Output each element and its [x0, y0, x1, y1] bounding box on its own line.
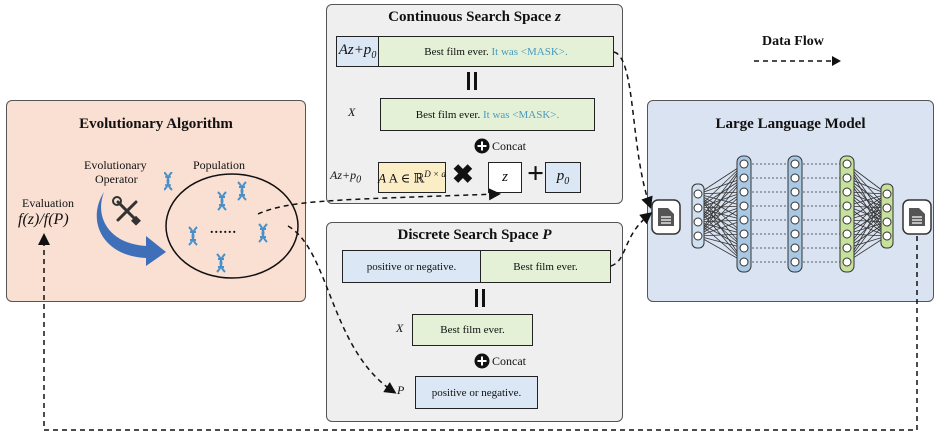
- operator-label-1: Evolutionary: [84, 158, 147, 172]
- evolutionary-title: Evolutionary Algorithm: [79, 116, 233, 132]
- nn-connection: [697, 205, 745, 237]
- nn-node: [882, 203, 892, 213]
- discrete-concat-icon: [474, 353, 490, 369]
- continuous-prompt-box: Best film ever. It was <MASK>.: [378, 36, 614, 67]
- nn-node: [882, 217, 892, 227]
- discrete-p-label: P: [397, 383, 405, 397]
- nn-node: [739, 159, 749, 169]
- nn-connection: [697, 177, 745, 237]
- nn-node: [842, 173, 852, 183]
- nn-node: [842, 201, 852, 211]
- dna-icon: [216, 253, 226, 273]
- nn-node: [790, 173, 800, 183]
- nn-node: [842, 243, 852, 253]
- discrete-concat-label: Concat: [492, 354, 526, 368]
- nn-node: [882, 231, 892, 241]
- nn-node: [842, 187, 852, 197]
- llm-title: Large Language Model: [715, 116, 866, 132]
- nn-node: [739, 215, 749, 225]
- neural-network-diagram: [691, 155, 894, 273]
- nn-node: [693, 217, 703, 227]
- nn-connection: [697, 235, 745, 263]
- x-label: X: [348, 105, 356, 119]
- nn-connection: [697, 235, 745, 249]
- population-ellipse: [164, 172, 299, 279]
- population-dots: ......: [210, 222, 237, 237]
- discrete-equals-sign: [475, 289, 485, 307]
- nn-connection: [697, 233, 745, 237]
- nn-node: [790, 215, 800, 225]
- discrete-best-box: Best film ever.: [480, 250, 611, 283]
- nn-node: [693, 189, 703, 199]
- z-box: z: [488, 162, 522, 193]
- operator-label-2: Operator: [95, 172, 138, 186]
- nn-node: [790, 201, 800, 211]
- discrete-x-box: Best film ever.: [412, 314, 533, 346]
- nn-node: [842, 229, 852, 239]
- data-flow-label: Data Flow: [762, 34, 824, 49]
- nn-node: [739, 243, 749, 253]
- concat-icon: [474, 138, 490, 154]
- fitness-label: f(z)/f(P): [18, 211, 69, 228]
- evolutionary-algorithm-panel: [6, 100, 306, 302]
- output-document-icon: [902, 199, 932, 235]
- plus-sign: +: [527, 157, 545, 190]
- nn-connection: [697, 163, 745, 223]
- nn-connection: [697, 163, 745, 237]
- population-label: Population: [193, 158, 246, 172]
- nn-node: [842, 215, 852, 225]
- nn-node: [842, 257, 852, 267]
- nn-node: [739, 257, 749, 267]
- continuous-title: Continuous Search Space z: [388, 9, 561, 25]
- nn-node: [790, 187, 800, 197]
- nn-node: [790, 257, 800, 267]
- nn-connection: [697, 191, 745, 237]
- dna-icon: [237, 181, 247, 201]
- nn-node: [790, 159, 800, 169]
- nn-node: [882, 189, 892, 199]
- nn-node: [693, 231, 703, 241]
- dna-icon: [258, 223, 268, 243]
- nn-node: [693, 203, 703, 213]
- concat-label: Concat: [492, 139, 526, 153]
- nn-node: [739, 173, 749, 183]
- dna-icon: [217, 191, 227, 211]
- nn-connection: [697, 163, 745, 195]
- nn-node: [790, 243, 800, 253]
- discrete-x-label: X: [396, 321, 404, 335]
- az-p0-lhs: Az+p0: [330, 168, 362, 186]
- discrete-posneg-box: positive or negative.: [342, 250, 481, 283]
- matrix-a-box: A A ∈ ℝD × d: [378, 162, 446, 193]
- evolutionary-operator-icon: [96, 192, 166, 266]
- x-prompt-box: Best film ever. It was <MASK>.: [380, 98, 595, 131]
- multiply-sign: ✖: [452, 160, 474, 189]
- dna-icon: [188, 226, 198, 246]
- discrete-title: Discrete Search Space P: [397, 227, 552, 243]
- p0-box: p0: [545, 162, 581, 193]
- data-flow-legend-arrow: [754, 56, 841, 66]
- nn-connection: [697, 219, 745, 237]
- nn-node: [739, 187, 749, 197]
- discrete-p-box: positive or negative.: [415, 376, 538, 409]
- nn-node: [842, 159, 852, 169]
- nn-connection: [697, 163, 745, 209]
- nn-node: [739, 201, 749, 211]
- evaluation-label: Evaluation: [22, 196, 74, 210]
- nn-node: [790, 229, 800, 239]
- nn-node: [739, 229, 749, 239]
- equals-sign: [467, 72, 477, 90]
